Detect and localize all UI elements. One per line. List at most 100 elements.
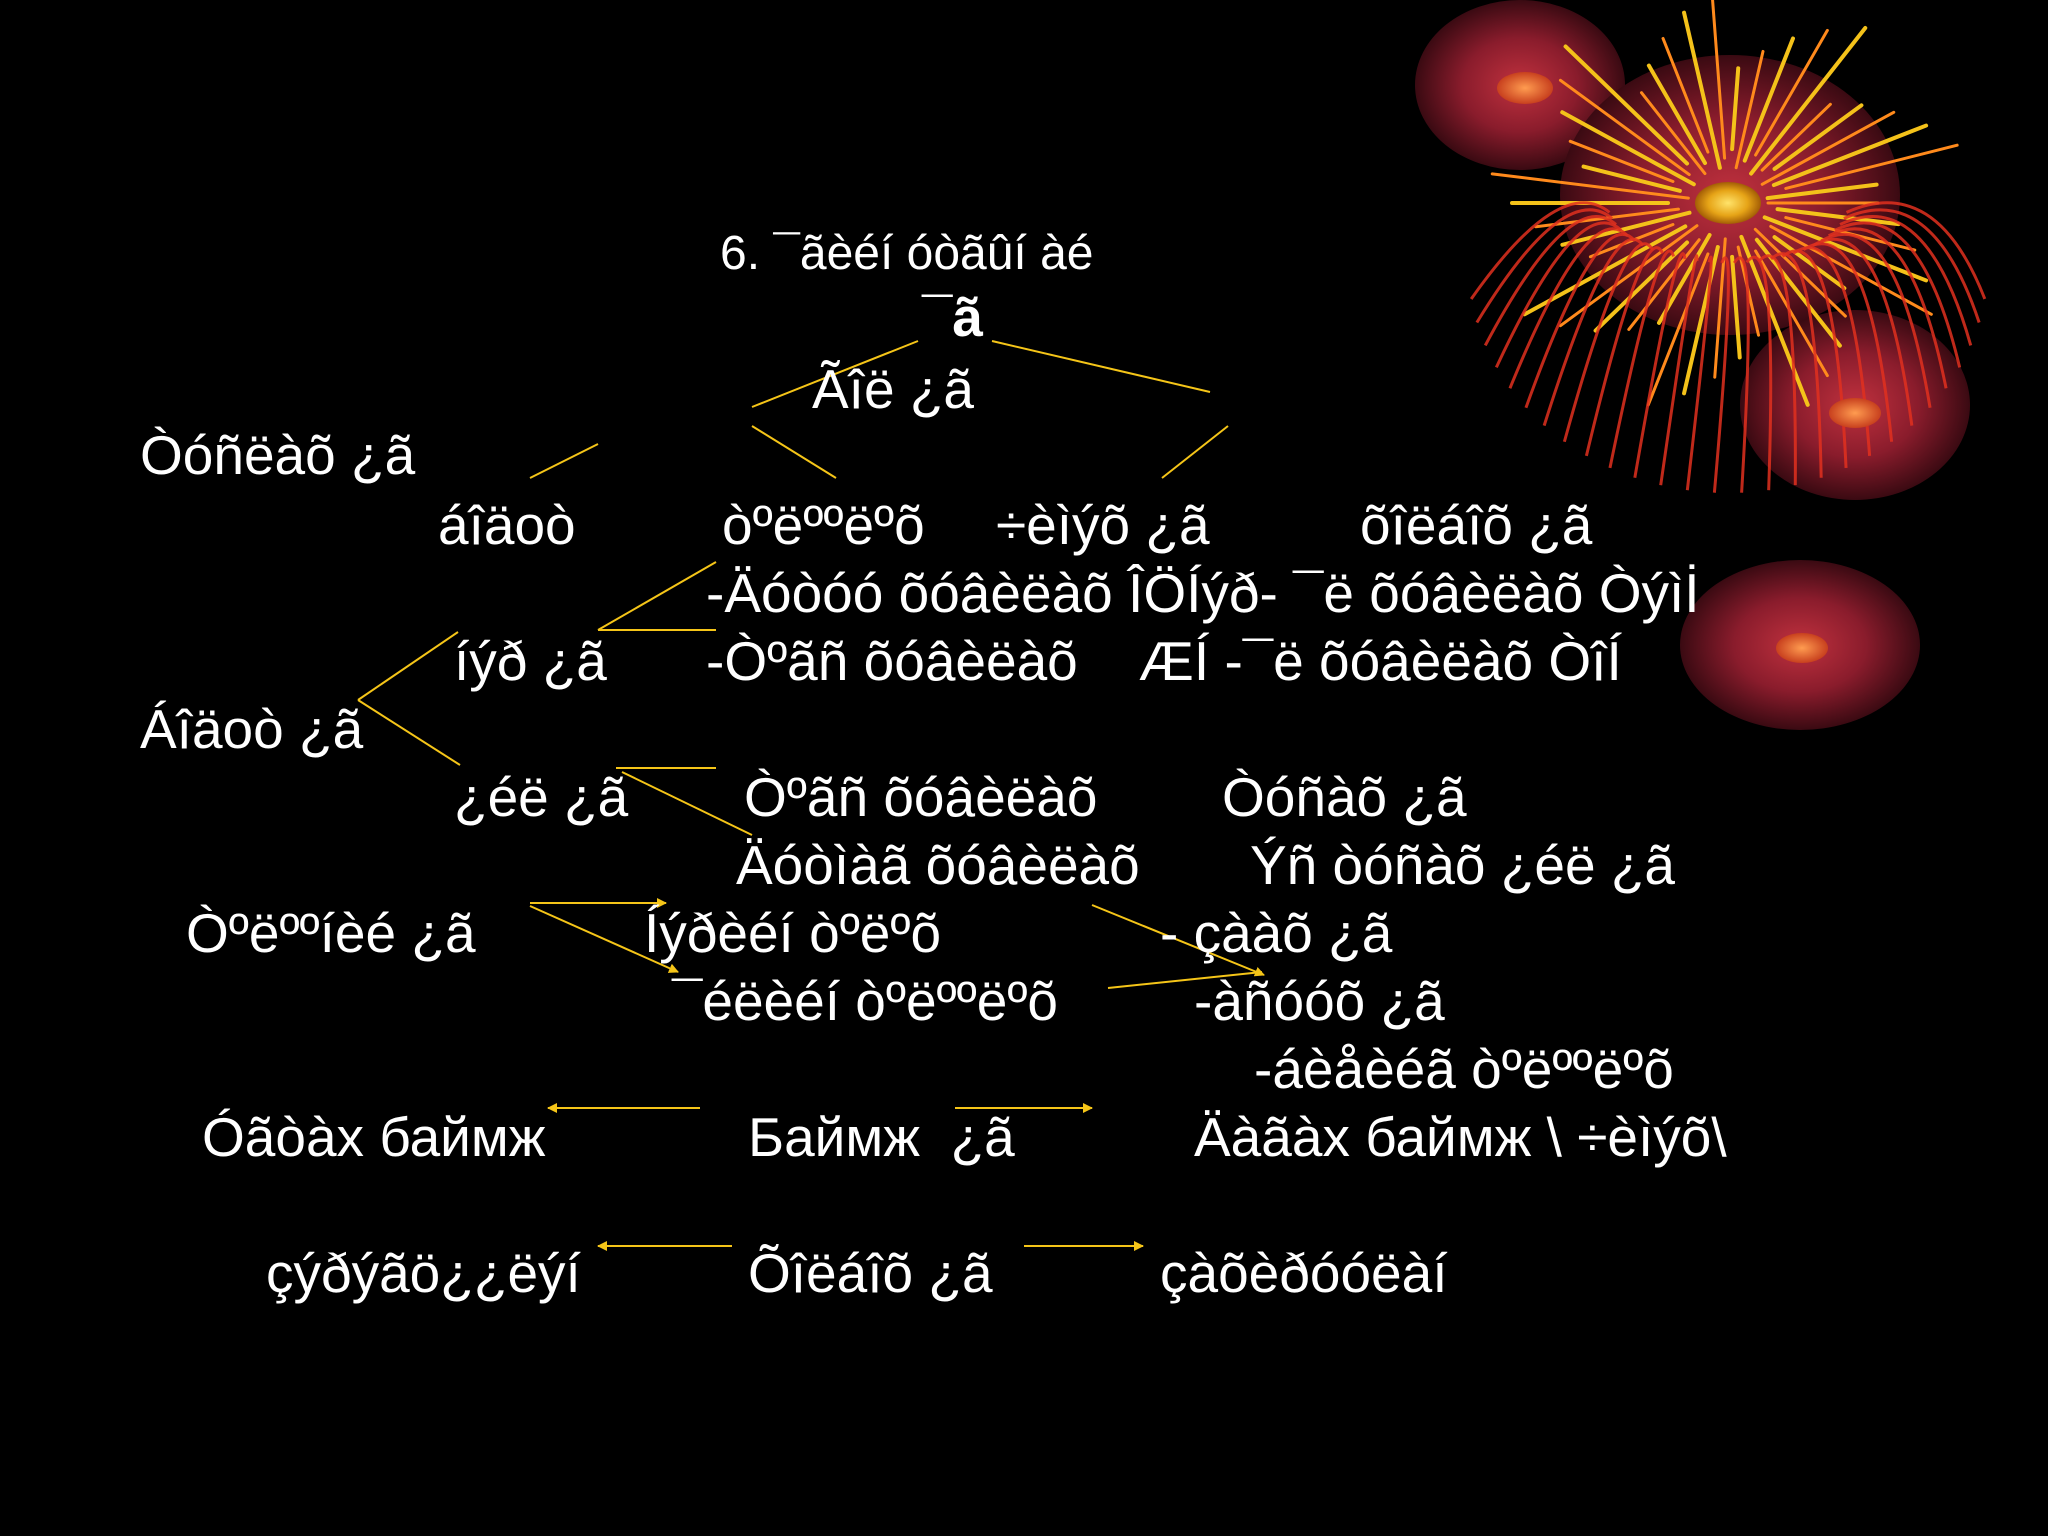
node-biei: -áèåèéã òºëººëºõ [1254, 1038, 1674, 1100]
firework-ray [1771, 123, 1929, 188]
node-tusah: Òóñàõ ¿ã [1222, 766, 1467, 828]
line-eiin-zaah [1107, 971, 1263, 989]
firework-ray [1739, 234, 1810, 407]
firework-tendril [1827, 227, 1948, 389]
firework-ray [1760, 102, 1832, 172]
node-zaah: - çààõ ¿ã [1160, 902, 1393, 964]
firework-ray [1568, 139, 1675, 183]
firework-tendril [1802, 242, 1894, 442]
firework-ray [1560, 210, 1692, 247]
node-ogah: Óãòàx баймж [202, 1106, 546, 1168]
line-gol-chiglel [1161, 425, 1229, 479]
firework-ray [1765, 182, 1879, 201]
node-eiin: ¯éëèéí òºëººëºõ [672, 970, 1058, 1032]
node-toolol: òºëººëºõ [722, 494, 925, 556]
arrow-toonii-2 [529, 905, 679, 973]
firework-tendril [1757, 254, 1797, 486]
node-dutuu: Äóòìàã õóâèëàõ [736, 834, 1140, 896]
firework-ray [1646, 252, 1710, 407]
firework-ray [1560, 110, 1696, 187]
line-gol-bodit [529, 443, 599, 479]
firework-rays [1469, 0, 1987, 493]
node-holboh2: Õîëáîõ ¿ã [748, 1242, 993, 1304]
firework-ray [1734, 49, 1765, 170]
flower-center-1 [1497, 72, 1553, 104]
flower-center-3 [1829, 398, 1881, 428]
firework-ray [1772, 235, 1847, 291]
firework-ray [1682, 10, 1722, 170]
firework-tendril [1633, 252, 1687, 478]
line-uil-2 [621, 771, 753, 836]
node-negen: Íýðèéí òºëºõ [644, 902, 942, 964]
firework-tendril [1792, 246, 1872, 457]
firework-ray [1711, 0, 1727, 160]
firework-tendril [1508, 227, 1629, 389]
firework-tendril [1732, 256, 1750, 493]
node-yn: Ýñ òóñàõ ¿éë ¿ã [1250, 834, 1676, 896]
line-bodot-ner [357, 631, 459, 701]
flower-center-2 [1695, 182, 1761, 224]
firework-ray [1742, 36, 1795, 163]
firework-tendril [1839, 215, 1973, 346]
node-chiglel: ÷èìýõ ¿ã [996, 494, 1210, 556]
node-gol: Ãîë ¿ã [812, 358, 975, 420]
firework-tendril [1584, 246, 1665, 457]
firework-ray [1627, 238, 1701, 331]
flower-center-4 [1776, 633, 1828, 663]
node-zurkh: çýðýãö¿¿ëýí [266, 1242, 581, 1304]
node-daah: Äàãàx баймж \ ÷èìýõ\ [1194, 1106, 1727, 1168]
firework-tendril [1834, 221, 1962, 368]
node-hudir1: -Äóòóó õóâèëàõ ÎÖÍýð- ¯ë õóâèëàõ Òýìİ [706, 562, 1700, 624]
firework-tendril [1812, 237, 1914, 426]
firework-tendril [1770, 252, 1823, 478]
slide-title: 6. ¯ãèéí óòãûí àé [720, 227, 1094, 280]
node-bodot: Áîäoò ¿ã [140, 698, 364, 760]
node-hudir2: -Òºãñ õóâèëàõ ÆÍ -¯ë õóâèëàõ ÒîÍ [706, 630, 1622, 692]
firework-ray [1558, 78, 1691, 177]
node-zaah2: çàõèðóóëàí [1160, 1242, 1448, 1304]
firework-ray [1772, 103, 1864, 171]
line-bodot-uil [357, 699, 461, 766]
firework-tendril [1475, 208, 1614, 324]
firework-tendril [1608, 249, 1675, 469]
node-togs: Òºãñ õóâèëàõ [744, 766, 1098, 828]
firework-tendril [1562, 242, 1654, 443]
node-tuslakh: Òóñëàõ ¿ã [140, 424, 416, 486]
firework-tendril [1469, 201, 1611, 300]
line-gol-toolol [751, 425, 837, 479]
firework-ray [1762, 215, 1929, 283]
node-ner: íýð ¿ã [454, 630, 607, 692]
node-baimj: Баймж ¿ã [748, 1106, 1015, 1168]
root-node: ¯ã [922, 286, 983, 348]
firework-tendril [1494, 221, 1623, 369]
firework-ray [1784, 143, 1959, 190]
firework-ray [1563, 44, 1690, 166]
arrow-zaah [1091, 904, 1265, 977]
line-root-holboh [991, 340, 1211, 393]
firework-tendril [1845, 201, 1987, 300]
node-holboh: õîëáîõ ¿ã [1360, 494, 1593, 556]
firework-ray [1730, 66, 1741, 152]
firework-ray [1730, 254, 1742, 360]
firework-tendril [1483, 215, 1617, 347]
firework-ray [1775, 207, 1901, 227]
firework-tendril [1745, 255, 1773, 491]
firework-ray [1749, 26, 1868, 176]
firework-ray [1646, 63, 1707, 166]
firework-ray [1581, 164, 1682, 193]
firework-ray [1558, 224, 1699, 328]
firework-ray [1593, 240, 1690, 333]
firework-tendril [1659, 254, 1699, 486]
line-root-gol [751, 340, 919, 408]
node-bodit: áîäoò [438, 494, 576, 556]
node-toonii: Òºëººíèé ¿ã [186, 902, 476, 964]
firework-ray [1760, 110, 1896, 186]
node-uil: ¿éë ¿ã [454, 766, 629, 828]
firework-tendril [1820, 232, 1932, 408]
firework-tendril [1712, 256, 1730, 493]
line-ner-1 [597, 561, 717, 631]
firework-ray [1639, 91, 1707, 176]
